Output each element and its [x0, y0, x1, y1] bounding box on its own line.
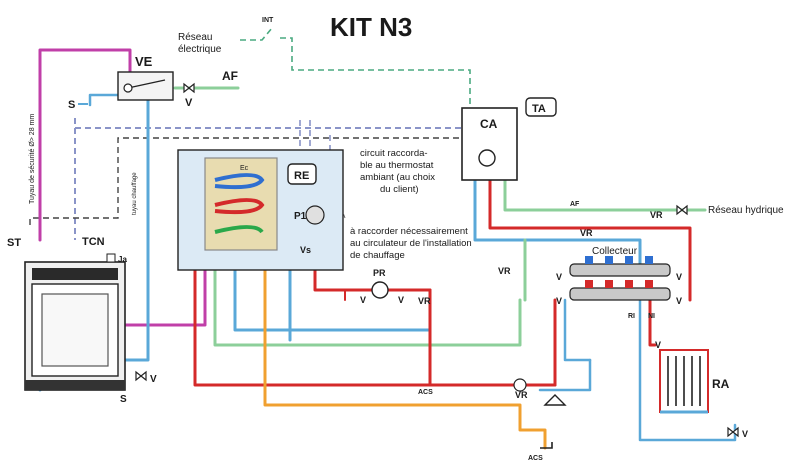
valve-icon	[135, 370, 147, 382]
collector	[569, 256, 671, 301]
re-box	[287, 163, 317, 185]
svg-text:ble au thermostat: ble au thermostat	[360, 160, 434, 171]
vr-center-label: VR	[418, 296, 431, 306]
dashed-line-re	[299, 120, 331, 150]
cold-pipe-collector	[563, 298, 592, 362]
tap-icon	[540, 442, 553, 449]
ve-expansion-vessel	[117, 71, 174, 101]
svg-text:du client): du client)	[380, 184, 419, 195]
vr-bottom-valve-icon	[513, 378, 527, 392]
annotation-raccorder: à raccorder nécessairement au circulateu…	[350, 226, 472, 261]
hot-pipe-stub	[344, 289, 356, 301]
ca-label: CA	[480, 117, 498, 131]
valve-icon	[676, 204, 688, 216]
vr-right-mid-label: VR	[498, 266, 511, 276]
v-coll-3-label: V	[556, 296, 562, 306]
cold-pipe-mid	[233, 266, 432, 332]
reseau-electrique-line1: Réseau	[178, 32, 212, 43]
hot-pipe-lower	[193, 266, 557, 387]
reseau-electrique-line2: électrique	[178, 44, 222, 55]
stove	[24, 261, 126, 391]
tuyau-securite-label: Tuyau de sécurité Ø> 28 mm	[29, 114, 36, 204]
tcn-label: TCN	[82, 236, 105, 248]
ra-radiator	[659, 349, 709, 414]
ri-label: RI	[628, 313, 635, 320]
v-bottom-left-label: V	[150, 374, 157, 385]
svg-text:circuit raccorda-: circuit raccorda-	[360, 148, 428, 159]
diagram-title: KIT N3	[330, 12, 412, 42]
ve-label: VE	[135, 54, 153, 69]
s-bottom-label: S	[120, 394, 127, 405]
ni-label: NI	[648, 313, 655, 320]
ta-label: TA	[532, 103, 546, 115]
hot-pipe-pr	[313, 266, 432, 387]
collecteur-label: Collecteur	[592, 246, 638, 257]
cold-pipe-ca	[473, 178, 642, 270]
ja-label: Ja	[118, 255, 127, 264]
v-coll-1-label: V	[556, 272, 562, 282]
ca-boiler	[461, 107, 518, 181]
annotation-circuit: circuit raccorda- ble au thermostat ambi…	[360, 148, 435, 195]
pr-label: PR	[373, 268, 386, 278]
p1-label: P1	[294, 211, 307, 222]
vr-ca-label: VR	[580, 228, 593, 238]
svg-text:au circulateur de l'installati: au circulateur de l'installation	[350, 238, 472, 249]
electric-network-line	[240, 27, 471, 108]
s-outlet-pipe	[88, 93, 127, 107]
vr-bottom-label: VR	[515, 390, 528, 400]
dashed-control-lines	[29, 27, 471, 240]
v-ra-bottom-label: V	[742, 429, 748, 439]
v-coll-2-label: V	[676, 272, 682, 282]
v-ra-top-label: V	[655, 340, 661, 350]
svg-text:à raccorder nécessairement: à raccorder nécessairement	[350, 226, 468, 237]
valve-icon	[183, 82, 195, 94]
af-right-label: AF	[570, 201, 580, 208]
reseau-hydrique-label: Réseau hydrique	[708, 205, 784, 216]
safety-pipe	[38, 48, 132, 242]
tuyau-chauffage-label: tuyau chauffage	[132, 172, 138, 215]
svg-text:ambiant (au choix: ambiant (au choix	[360, 172, 435, 183]
acs-mid-label: ACS	[418, 389, 433, 396]
ec-label: Ec	[240, 165, 249, 172]
p1-pump-icon	[305, 205, 325, 225]
v-top-label: V	[185, 97, 193, 109]
af-pipe-ca	[503, 178, 692, 212]
af-top-label: AF	[222, 69, 238, 83]
v-coll-4-label: V	[676, 296, 682, 306]
dashed-line-st	[29, 137, 470, 225]
vr-af-label: VR	[650, 210, 663, 220]
int-label: INT	[262, 17, 274, 24]
shower-icon	[543, 394, 567, 406]
vs-label: Vs	[300, 245, 311, 255]
dashed-line-upper	[74, 118, 470, 129]
cold-pipe-vr-bottom	[538, 358, 592, 392]
svg-text:de chauffage: de chauffage	[350, 250, 405, 261]
re-label: RE	[294, 170, 309, 182]
valve-icon	[727, 426, 739, 438]
acs-pipe	[263, 266, 547, 450]
ja-sensor	[106, 253, 116, 263]
ta-box	[525, 97, 557, 117]
v-pr-right-label: V	[398, 295, 404, 305]
s-top-label: S	[68, 99, 75, 111]
st-label: ST	[7, 237, 21, 249]
hot-pipe-ca	[488, 178, 692, 302]
v-pr-left-label: V	[360, 295, 366, 305]
ra-label: RA	[712, 377, 730, 391]
pr-pump-icon	[371, 281, 389, 299]
return-pipe-lower	[213, 266, 522, 347]
hot-pipe-ri	[648, 298, 657, 347]
acs-bottom-label: ACS	[528, 455, 543, 462]
